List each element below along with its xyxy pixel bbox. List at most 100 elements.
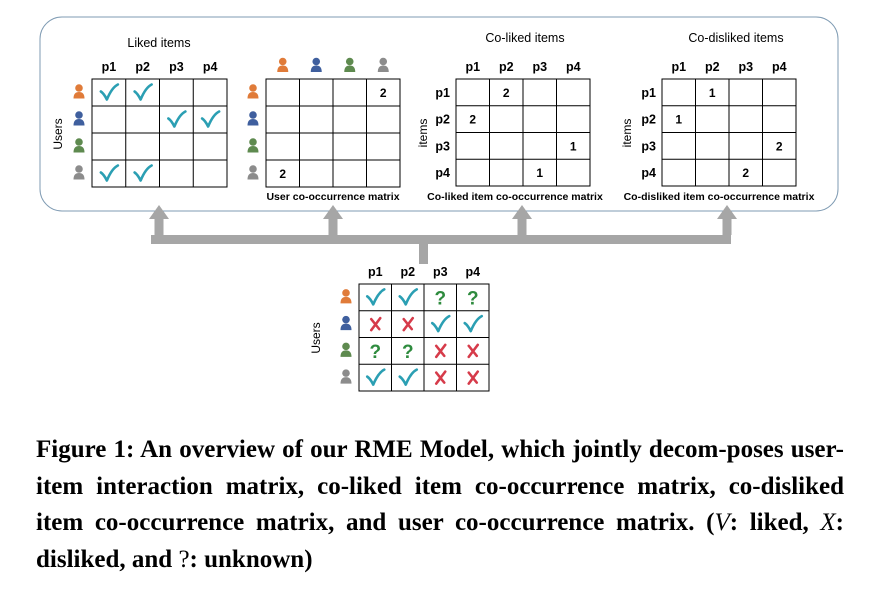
- connector-stem-bar: [419, 244, 428, 264]
- co-liked-matrix-col-header: p2: [499, 60, 514, 74]
- co-disliked-matrix-row-header: p1: [641, 86, 656, 100]
- connector-arrows: [149, 205, 737, 264]
- interaction-matrix-grid: [358, 283, 490, 392]
- liked-matrix-row-user-icon-2-head: [75, 111, 83, 119]
- liked-matrix-row-user-icon-1: [73, 84, 85, 99]
- interaction-matrix-cell-r3c4-disliked-cross-icon: [467, 343, 480, 359]
- liked-matrix-row-user-icon-4: [73, 165, 85, 180]
- user-cooccurrence-matrix-row-user-icon-4-body: [247, 173, 259, 180]
- user-cooccurrence-matrix-row-user-icon-4-head: [249, 165, 257, 173]
- interaction-matrix-cell-r1c2-liked-check-icon: [398, 288, 419, 306]
- user-cooccurrence-matrix-col-user-icon-4-head: [379, 57, 388, 66]
- user-cooccurrence-matrix-col-user-icon-3-body: [344, 65, 356, 72]
- interaction-matrix-cell-r4c1-liked-check-icon: [365, 368, 386, 386]
- user-cooccurrence-matrix-row-user-icon-1-body: [247, 92, 259, 99]
- interaction-matrix-cell-r4c4-disliked-cross-icon: [467, 370, 480, 385]
- co-liked-matrix-col-header: p4: [566, 60, 581, 74]
- user-cooccurrence-matrix-col-user-icon-2-head: [312, 57, 321, 66]
- interaction-matrix-cell-r1c3-unknown-mark: ?: [434, 288, 446, 309]
- co-disliked-matrix-cell-r3c4-value: 2: [776, 139, 783, 153]
- co-disliked-matrix-col-header: p2: [705, 60, 720, 74]
- user-cooccurrence-matrix-cell-r1c4-value: 2: [380, 86, 387, 100]
- connector-vertical-bar-3: [517, 218, 527, 235]
- caption-text: An overview of our RME Model, which join…: [36, 436, 845, 536]
- user-cooccurrence-matrix-col-user-icon-4: [377, 57, 389, 72]
- liked-matrix-grid: [91, 78, 228, 188]
- liked-matrix-cell-r1c2-liked-check-icon: [133, 83, 153, 101]
- interaction-matrix-cell-r3c1-unknown-mark: ?: [369, 342, 381, 363]
- interaction-matrix-row-user-icon-3-body: [340, 350, 352, 357]
- liked-matrix-cell-r4c2-liked-check-icon: [133, 164, 153, 182]
- co-liked-matrix-label: Co-liked item co-occurrence matrix: [427, 191, 603, 203]
- co-disliked-matrix-label: Co-disliked item co-occurrence matrix: [624, 191, 815, 203]
- interaction-matrix-cell-r2c2-disliked-cross-icon: [402, 316, 415, 332]
- caption-liked-symbol: V: [714, 509, 730, 536]
- interaction-matrix-row-user-icon-2: [340, 315, 352, 331]
- interaction-matrix-cell-r1c4-unknown-mark: ?: [467, 288, 479, 309]
- co-liked-matrix-cell-r4c3-value: 1: [536, 166, 543, 180]
- user-cooccurrence-matrix-row-user-icon-1: [247, 84, 259, 99]
- liked-matrix-title: Liked items: [127, 36, 190, 50]
- user-cooccurrence-matrix-row-user-icon-3: [247, 138, 259, 153]
- co-disliked-matrix-row-header: p3: [641, 139, 656, 153]
- co-disliked-matrix-cell-r2c1-value: 1: [675, 113, 682, 127]
- interaction-matrix-col-header: p2: [400, 265, 415, 279]
- co-liked-matrix-side-label: items: [416, 119, 430, 148]
- caption-label: Figure 1:: [36, 436, 135, 463]
- liked-matrix-col-header: p3: [169, 60, 184, 74]
- co-disliked-matrix-col-header: p1: [671, 60, 686, 74]
- co-liked-matrix-row-header: p4: [435, 166, 450, 180]
- user-cooccurrence-matrix-col-user-icon-1: [277, 57, 289, 72]
- co-disliked-matrix-title: Co-disliked items: [688, 31, 783, 45]
- caption-unknown-symbol: ?: [178, 545, 190, 573]
- liked-matrix-cell-r1c1-liked-check-icon: [99, 83, 120, 101]
- co-liked-matrix-cell-r2c1-value: 2: [469, 113, 476, 127]
- interaction-matrix-row-user-icon-1-head: [342, 289, 350, 297]
- co-liked-matrix-col-header: p3: [532, 60, 547, 74]
- interaction-matrix-cell-r3c3-disliked-cross-icon: [434, 343, 447, 359]
- connector-arrowhead-2: [323, 205, 343, 219]
- top-panel-frame: [39, 16, 839, 212]
- liked-matrix-row-user-icon-4-body: [73, 173, 85, 180]
- liked-matrix-row-user-icon-3-head: [75, 138, 83, 146]
- connector-horizontal-bar: [151, 235, 731, 244]
- interaction-matrix-row-user-icon-1: [340, 289, 352, 304]
- interaction-matrix-row-user-icon-4: [340, 369, 352, 384]
- user-cooccurrence-matrix-row-user-icon-1-head: [249, 84, 257, 92]
- user-cooccurrence-matrix-grid: [265, 78, 401, 188]
- user-cooccurrence-matrix-col-user-icon-2-body: [310, 65, 322, 72]
- connector-arrowhead-4: [717, 205, 737, 219]
- liked-matrix-row-user-icon-3: [73, 138, 85, 153]
- interaction-matrix-cell-r4c2-liked-check-icon: [398, 368, 419, 386]
- co-disliked-matrix-side-label: items: [620, 119, 634, 148]
- co-disliked-matrix-cell-r4c3-value: 2: [742, 166, 749, 180]
- user-cooccurrence-matrix-col-user-icon-3-head: [345, 57, 354, 66]
- interaction-matrix-cell-r3c2-unknown-mark: ?: [402, 342, 414, 363]
- caption-text-unknown: : unknown): [189, 545, 313, 573]
- liked-matrix-col-header: p2: [135, 60, 150, 74]
- co-liked-matrix-row-header: p2: [435, 113, 450, 127]
- co-liked-matrix-row-header: p1: [435, 86, 450, 100]
- caption-text-disliked: : disliked, and: [36, 509, 844, 573]
- co-liked-matrix-cell-r3c4-value: 1: [570, 139, 577, 153]
- connector-vertical-bar-4: [722, 218, 732, 235]
- co-disliked-matrix-row-header: p2: [641, 113, 656, 127]
- interaction-matrix-row-user-icon-4-body: [340, 377, 352, 384]
- caption-disliked-symbol: X: [820, 509, 836, 536]
- liked-matrix-row-user-icon-3-body: [73, 146, 85, 153]
- liked-matrix-row-user-icon-1-body: [73, 92, 85, 99]
- liked-matrix-col-header: p1: [102, 60, 117, 74]
- liked-matrix-side-label: Users: [51, 118, 65, 149]
- co-disliked-matrix-grid: [661, 78, 797, 187]
- interaction-matrix-row-user-icon-3: [340, 342, 352, 357]
- user-cooccurrence-matrix-row-user-icon-4: [247, 165, 259, 180]
- connector-arrowhead-3: [512, 205, 532, 219]
- user-cooccurrence-matrix-label: User co-occurrence matrix: [266, 191, 399, 203]
- co-disliked-matrix-col-header: p3: [738, 60, 753, 74]
- interaction-matrix-cell-r2c3-liked-check-icon: [430, 314, 451, 333]
- liked-matrix-cell-r2c3-liked-check-icon: [167, 110, 187, 128]
- liked-matrix-cell-r2c4-liked-check-icon: [200, 110, 221, 128]
- co-liked-matrix-col-header: p1: [465, 60, 480, 74]
- liked-matrix-row-user-icon-1-head: [75, 84, 83, 92]
